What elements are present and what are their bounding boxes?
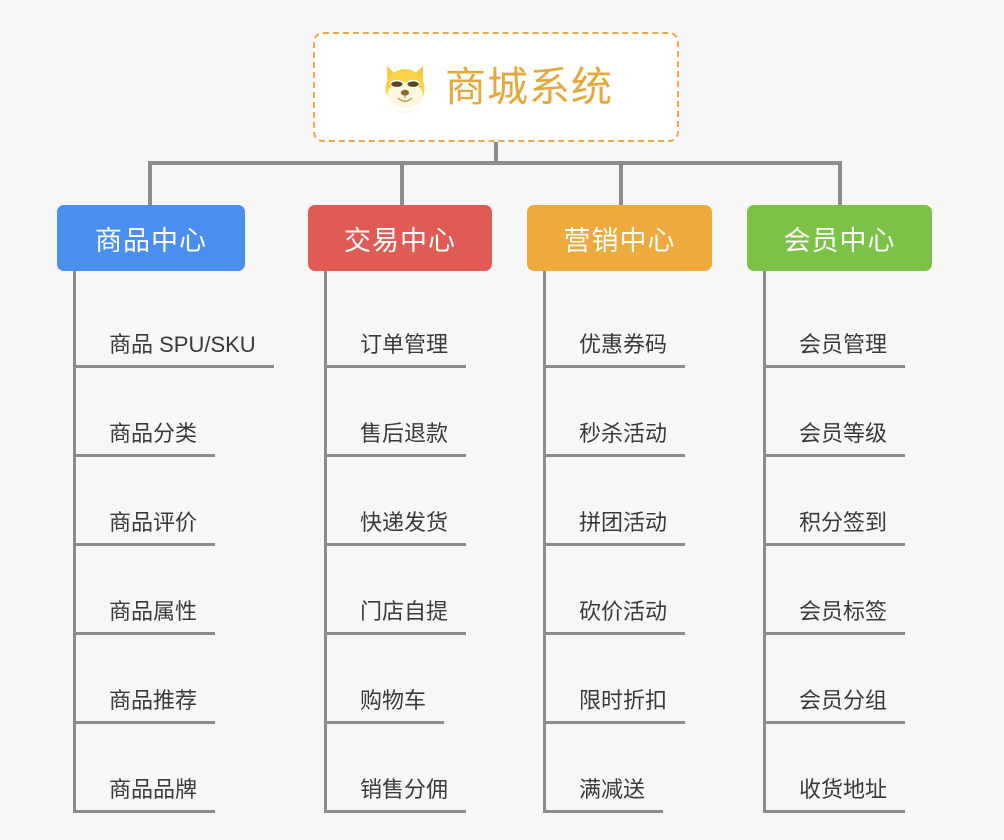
connector-drop-marketing-center [619,161,623,207]
connector-drop-trade-center [400,161,404,207]
leaf-label: 商品 SPU/SKU [73,332,274,368]
category-label: 商品中心 [95,225,207,256]
leaf-label: 商品属性 [73,599,216,635]
list-item[interactable]: 商品 SPU/SKU [73,279,274,368]
leaf-list-product-center: 商品 SPU/SKU 商品分类 商品评价 商品属性 商品推荐 商品品牌 [57,271,274,813]
list-item[interactable]: 会员等级 [763,368,932,457]
category-header-trade-center[interactable]: 交易中心 [308,205,492,271]
list-item[interactable]: 积分签到 [763,457,932,546]
leaf-list-marketing-center: 优惠券码 秒杀活动 拼团活动 砍价活动 限时折扣 满减送 [527,271,712,813]
list-item[interactable]: 商品属性 [73,546,245,635]
leaf-list-member-center: 会员管理 会员等级 积分签到 会员标签 会员分组 收货地址 [747,271,932,813]
list-item[interactable]: 秒杀活动 [543,368,712,457]
category-label: 营销中心 [563,225,676,256]
leaf-label: 会员分组 [763,688,906,724]
list-item[interactable]: 拼团活动 [543,457,712,546]
list-item[interactable]: 订单管理 [324,279,492,368]
root-label: 商城系统 [445,63,613,110]
leaf-label: 会员管理 [763,332,906,368]
leaf-label: 门店自提 [324,599,467,635]
leaf-label: 限时折扣 [543,688,686,724]
list-item[interactable]: 门店自提 [324,546,492,635]
leaf-label: 砍价活动 [543,599,686,635]
list-item[interactable]: 限时折扣 [543,635,712,724]
category-label: 会员中心 [783,225,896,256]
list-item[interactable]: 优惠券码 [543,279,712,368]
branch-marketing-center: 营销中心 优惠券码 秒杀活动 拼团活动 砍价活动 限时折扣 满减送 [527,205,712,813]
category-header-member-center[interactable]: 会员中心 [747,205,932,271]
leaf-label: 优惠券码 [543,332,686,368]
leaf-label: 快递发货 [324,510,467,546]
list-item[interactable]: 砍价活动 [543,546,712,635]
connector-root-stem [494,142,498,164]
leaf-label: 满减送 [543,777,664,813]
leaf-label: 秒杀活动 [543,421,686,457]
leaf-label: 商品推荐 [73,688,216,724]
leaf-label: 积分签到 [763,510,906,546]
category-header-product-center[interactable]: 商品中心 [57,205,245,271]
leaf-list-trade-center: 订单管理 售后退款 快递发货 门店自提 购物车 销售分佣 [308,271,492,813]
leaf-spine [324,271,327,813]
list-item[interactable]: 会员分组 [763,635,932,724]
connector-drop-product-center [148,161,152,207]
leaf-label: 拼团活动 [543,510,686,546]
list-item[interactable]: 会员标签 [763,546,932,635]
branch-trade-center: 交易中心 订单管理 售后退款 快递发货 门店自提 购物车 销售分佣 [308,205,492,813]
leaf-label: 商品评价 [73,510,216,546]
leaf-label: 售后退款 [324,421,467,457]
leaf-spine [73,271,76,813]
list-item[interactable]: 商品品牌 [73,724,245,813]
leaf-label: 销售分佣 [324,777,467,813]
leaf-label: 购物车 [324,688,445,724]
list-item[interactable]: 快递发货 [324,457,492,546]
root-node[interactable]: 商城系统 [313,32,679,142]
leaf-spine [543,271,546,813]
leaf-label: 订单管理 [324,332,467,368]
list-item[interactable]: 商品评价 [73,457,245,546]
connector-horizontal-bar [148,161,838,165]
list-item[interactable]: 商品分类 [73,368,245,457]
shiba-dog-face-icon [385,65,425,113]
list-item[interactable]: 售后退款 [324,368,492,457]
branch-product-center: 商品中心 商品 SPU/SKU 商品分类 商品评价 商品属性 商品推荐 商品品牌 [57,205,274,813]
leaf-spine [763,271,766,813]
list-item[interactable]: 满减送 [543,724,712,813]
leaf-label: 会员标签 [763,599,906,635]
connector-drop-member-center [838,161,842,207]
list-item[interactable]: 收货地址 [763,724,932,813]
leaf-label: 会员等级 [763,421,906,457]
category-header-marketing-center[interactable]: 营销中心 [527,205,712,271]
leaf-label: 收货地址 [763,777,906,813]
category-label: 交易中心 [344,225,456,256]
list-item[interactable]: 商品推荐 [73,635,245,724]
list-item[interactable]: 购物车 [324,635,492,724]
branch-member-center: 会员中心 会员管理 会员等级 积分签到 会员标签 会员分组 收货地址 [747,205,932,813]
list-item[interactable]: 销售分佣 [324,724,492,813]
leaf-label: 商品分类 [73,421,216,457]
leaf-label: 商品品牌 [73,777,216,813]
list-item[interactable]: 会员管理 [763,279,932,368]
